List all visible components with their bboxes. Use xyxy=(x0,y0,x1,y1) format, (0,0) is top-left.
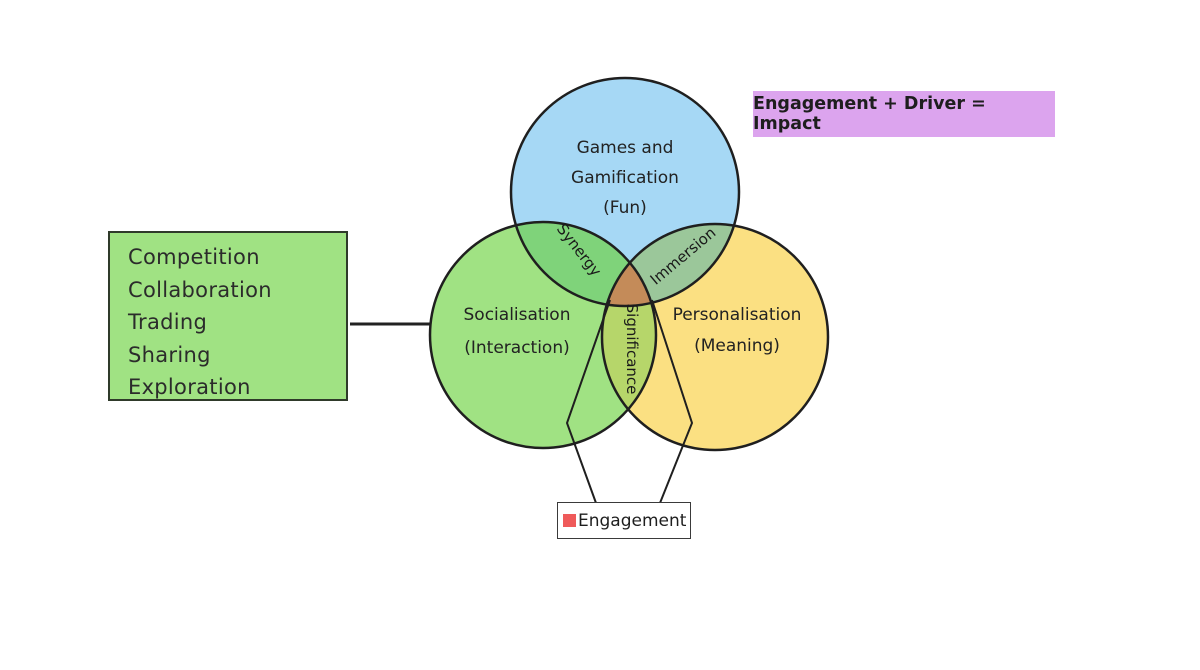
games-label-line1: Games and xyxy=(577,138,674,158)
driver-item-trading: Trading xyxy=(128,310,208,334)
driver-item-sharing: Sharing xyxy=(128,342,211,367)
driver-item-collaboration: Collaboration xyxy=(128,277,272,302)
drivers-box: Competition Collaboration Trading Sharin… xyxy=(108,231,348,401)
engagement-legend: Engagement xyxy=(557,502,691,539)
socialisation-label-line2: (Interaction) xyxy=(464,338,570,358)
engagement-callout-left xyxy=(565,299,611,504)
driver-item-competition: Competition xyxy=(128,245,260,269)
games-circle-outline xyxy=(509,76,741,308)
impact-formula-text: Engagement + Driver = Impact xyxy=(753,94,986,134)
socialisation-label-line1: Socialisation xyxy=(464,305,571,325)
socialisation-circle-outline xyxy=(428,220,658,450)
immersion-overlap xyxy=(602,224,739,306)
personalisation-label-line1: Personalisation xyxy=(673,305,802,325)
games-label-line2: Gamification xyxy=(571,168,679,188)
personalisation-label-line2: (Meaning) xyxy=(694,336,780,356)
engagement-callout-right xyxy=(651,299,694,504)
driver-item-exploration: Exploration xyxy=(128,375,251,399)
significance-label: Significance xyxy=(623,304,641,395)
games-label-line3: (Fun) xyxy=(603,198,647,218)
personalisation-circle-outline xyxy=(600,222,830,452)
impact-formula-box: Engagement + Driver = Impact xyxy=(753,91,1055,137)
engagement-legend-label: Engagement xyxy=(578,510,687,531)
synergy-overlap xyxy=(511,222,656,306)
engagement-swatch xyxy=(563,514,576,527)
